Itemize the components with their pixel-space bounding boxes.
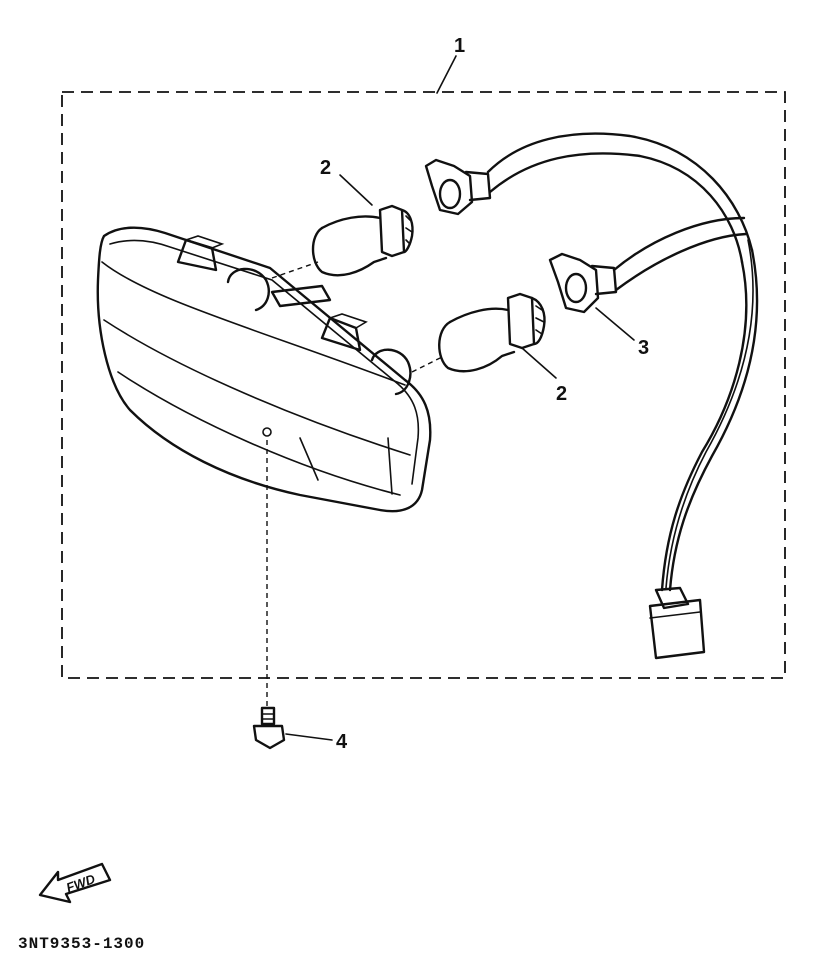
socket-lower xyxy=(548,252,618,314)
callout-2b: 2 xyxy=(521,347,567,405)
callout-3: 3 xyxy=(595,307,649,359)
callout-2a-label: 2 xyxy=(320,157,331,179)
wire-harness xyxy=(486,132,759,592)
assembly-boundary xyxy=(61,91,786,679)
socket-upper xyxy=(424,158,492,216)
callout-3-label: 3 xyxy=(638,337,649,359)
part-code: 3NT9353-1300 xyxy=(18,935,145,953)
callout-4-label: 4 xyxy=(336,731,348,753)
bulb-lower xyxy=(411,292,546,373)
fwd-label: FWD xyxy=(64,871,98,895)
bulb-upper xyxy=(271,204,414,279)
connector-plug xyxy=(648,586,706,660)
callout-4: 4 xyxy=(285,731,348,753)
callout-1: 1 xyxy=(436,35,465,94)
lens-housing xyxy=(96,226,432,513)
fwd-arrow-icon: FWD xyxy=(38,862,112,904)
callout-2b-label: 2 xyxy=(556,383,567,405)
callout-2a: 2 xyxy=(320,157,373,206)
callout-1-label: 1 xyxy=(454,35,465,57)
screw-fastener xyxy=(252,440,286,750)
